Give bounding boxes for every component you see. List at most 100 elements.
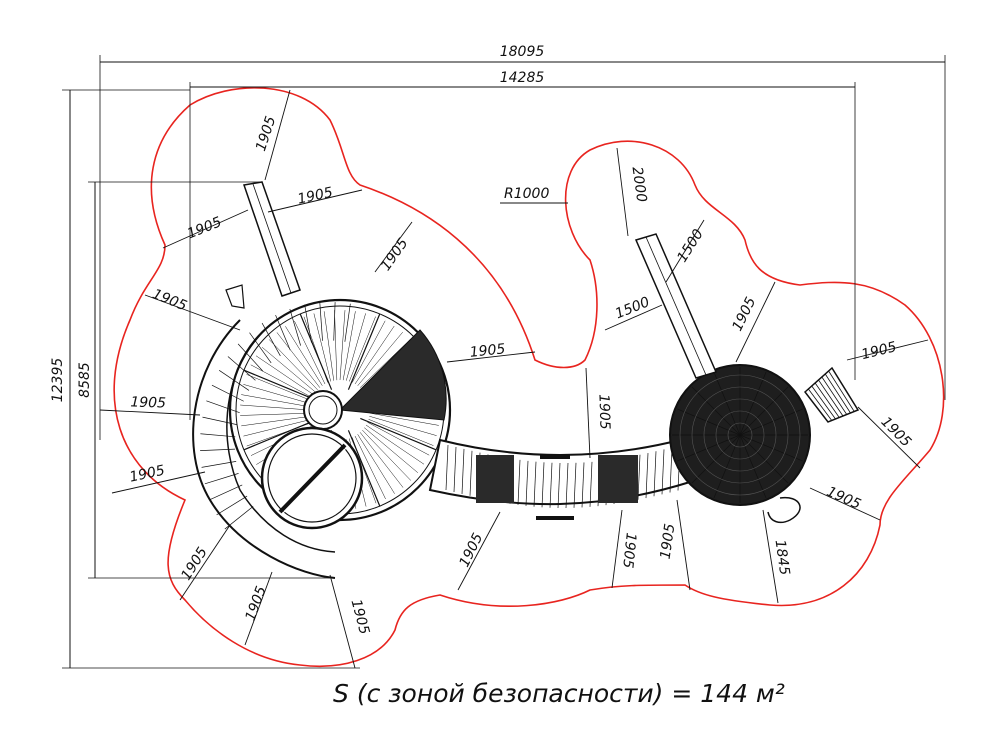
inner-height-label: 8585 <box>77 362 93 398</box>
inner-width-label: 14285 <box>500 70 545 86</box>
stair-step-line <box>814 382 840 418</box>
ramp-grid-line <box>211 384 244 402</box>
stair-step-line <box>821 376 848 415</box>
dim-label-tl-chute-b: 1905 <box>296 185 334 208</box>
ramp-grid-line <box>249 332 272 364</box>
ramp-grid-line <box>204 473 239 485</box>
dim-label-right-chute-top: 2000 <box>629 166 650 204</box>
bridge-slat-line <box>581 462 585 508</box>
bridge-slat-line <box>445 444 449 491</box>
tower-spoke-line <box>739 408 803 436</box>
dim-label-center-right: 1905 <box>469 341 506 361</box>
ramp-grid-line <box>344 303 351 342</box>
dim-label-right-bottom-c: 1845 <box>772 539 793 577</box>
ramp-grid-line <box>227 356 256 381</box>
tower-hatch-line <box>323 311 335 381</box>
bridge-slat-line <box>549 462 553 508</box>
bridge-slat-line <box>669 447 673 493</box>
area-caption: S (с зоной безопасности) = 144 м² <box>333 679 785 708</box>
bridge-slat-line <box>541 462 545 508</box>
safety-zone-outline <box>113 87 945 668</box>
ramp-grid-line <box>200 433 236 438</box>
bridge-slat-line <box>565 462 569 509</box>
bridge-slat-line <box>533 461 537 507</box>
bridge-slat-line <box>573 462 577 508</box>
tower-hatch-line <box>303 316 329 383</box>
tower-hatch-line <box>261 347 316 393</box>
dim-label-tl-left: 1905 <box>185 214 224 242</box>
tower-spoke-line <box>691 386 741 436</box>
tower-segment-line <box>347 430 381 507</box>
stair-step-line <box>828 370 855 412</box>
dim-label-right-bottom-a: 1905 <box>824 484 863 513</box>
bridge-slat-line <box>525 460 529 506</box>
bridge-slat-line <box>461 448 465 494</box>
dim-label-tl-chute-a: 1905 <box>253 114 279 153</box>
tower-spoke-line <box>739 434 803 462</box>
tower-hatch-line <box>246 421 313 447</box>
ramp-grid-line <box>261 322 281 357</box>
tower-hatch-line <box>351 320 386 383</box>
tower-hatch-line <box>368 419 434 446</box>
bridge-slat-line <box>661 449 665 495</box>
bridge-slat-line <box>469 450 473 496</box>
tower-hatch-line <box>313 313 331 382</box>
overall-width-label: 18095 <box>500 44 545 60</box>
tower-hatch-line <box>339 310 346 381</box>
ramp-grid-line <box>200 448 236 451</box>
tower-hatch-line <box>246 374 312 401</box>
ramp-grid-line <box>202 416 237 425</box>
overall-height-label: 12395 <box>50 358 66 403</box>
tower-hatch-line <box>243 419 312 437</box>
tower-hatch-line <box>342 311 356 381</box>
ramp-grid-line <box>289 308 301 346</box>
tower-ring <box>727 422 753 448</box>
left-tower <box>192 181 452 579</box>
ramp-grid-line <box>209 484 243 501</box>
tower-segment-line <box>360 417 437 451</box>
dim-label-left-upper: 1905 <box>150 286 189 314</box>
tower-spoke-line <box>739 434 789 484</box>
tower-hatch-line <box>243 384 311 405</box>
tower-ring <box>703 398 777 472</box>
ramp-grid-line <box>216 495 248 516</box>
overall-dimensions <box>62 55 946 669</box>
tower-segment-line <box>299 313 333 390</box>
tower-hatch-line <box>294 320 326 385</box>
dim-label-bottom-left-c: 1905 <box>348 598 373 637</box>
tower-hatch-line <box>241 415 311 427</box>
tower-spoke-line <box>677 434 741 462</box>
dim-label-right-upper: 1905 <box>729 295 759 334</box>
ramp-grid-line <box>304 304 312 343</box>
tower-hatch-line <box>357 434 395 494</box>
tower-spoke-line <box>739 434 767 498</box>
tower-spoke-line <box>739 386 789 436</box>
tower-hatch-line <box>369 412 439 426</box>
dim-label-bridge-bottom-a: 1905 <box>456 531 486 570</box>
tower-hatch-line <box>367 421 430 456</box>
tower-spoke-line <box>739 372 767 436</box>
dim-label-bottom-left-b: 1905 <box>243 584 270 623</box>
stair-step-line <box>818 379 844 417</box>
dim-label-right-bottom-b: 1905 <box>658 523 679 561</box>
tower-hatch-line <box>364 427 419 473</box>
tower-ring <box>691 386 789 484</box>
dim-label-right-far: 1905 <box>860 339 899 363</box>
right-tower <box>634 233 860 524</box>
ramp-grid-line <box>237 343 264 372</box>
ramp-grid-line <box>319 302 323 341</box>
tower-ring <box>679 374 801 496</box>
tower-hatch-line <box>255 355 315 396</box>
tower-hatch-line <box>250 364 313 399</box>
tower-hatch-line <box>334 310 338 381</box>
tower-segment-line <box>243 369 320 403</box>
ramp-grid-line <box>201 461 237 468</box>
ramp-grid-line <box>218 369 250 391</box>
stair-step-line <box>808 388 833 421</box>
tower-spoke-line <box>713 434 741 498</box>
tower-hatch-line <box>241 394 311 408</box>
tower-segment-line <box>347 313 381 390</box>
dim-label-right-chute-side: 1500 <box>674 226 706 265</box>
dim-label-bridge-bottom-b: 1905 <box>619 532 639 569</box>
